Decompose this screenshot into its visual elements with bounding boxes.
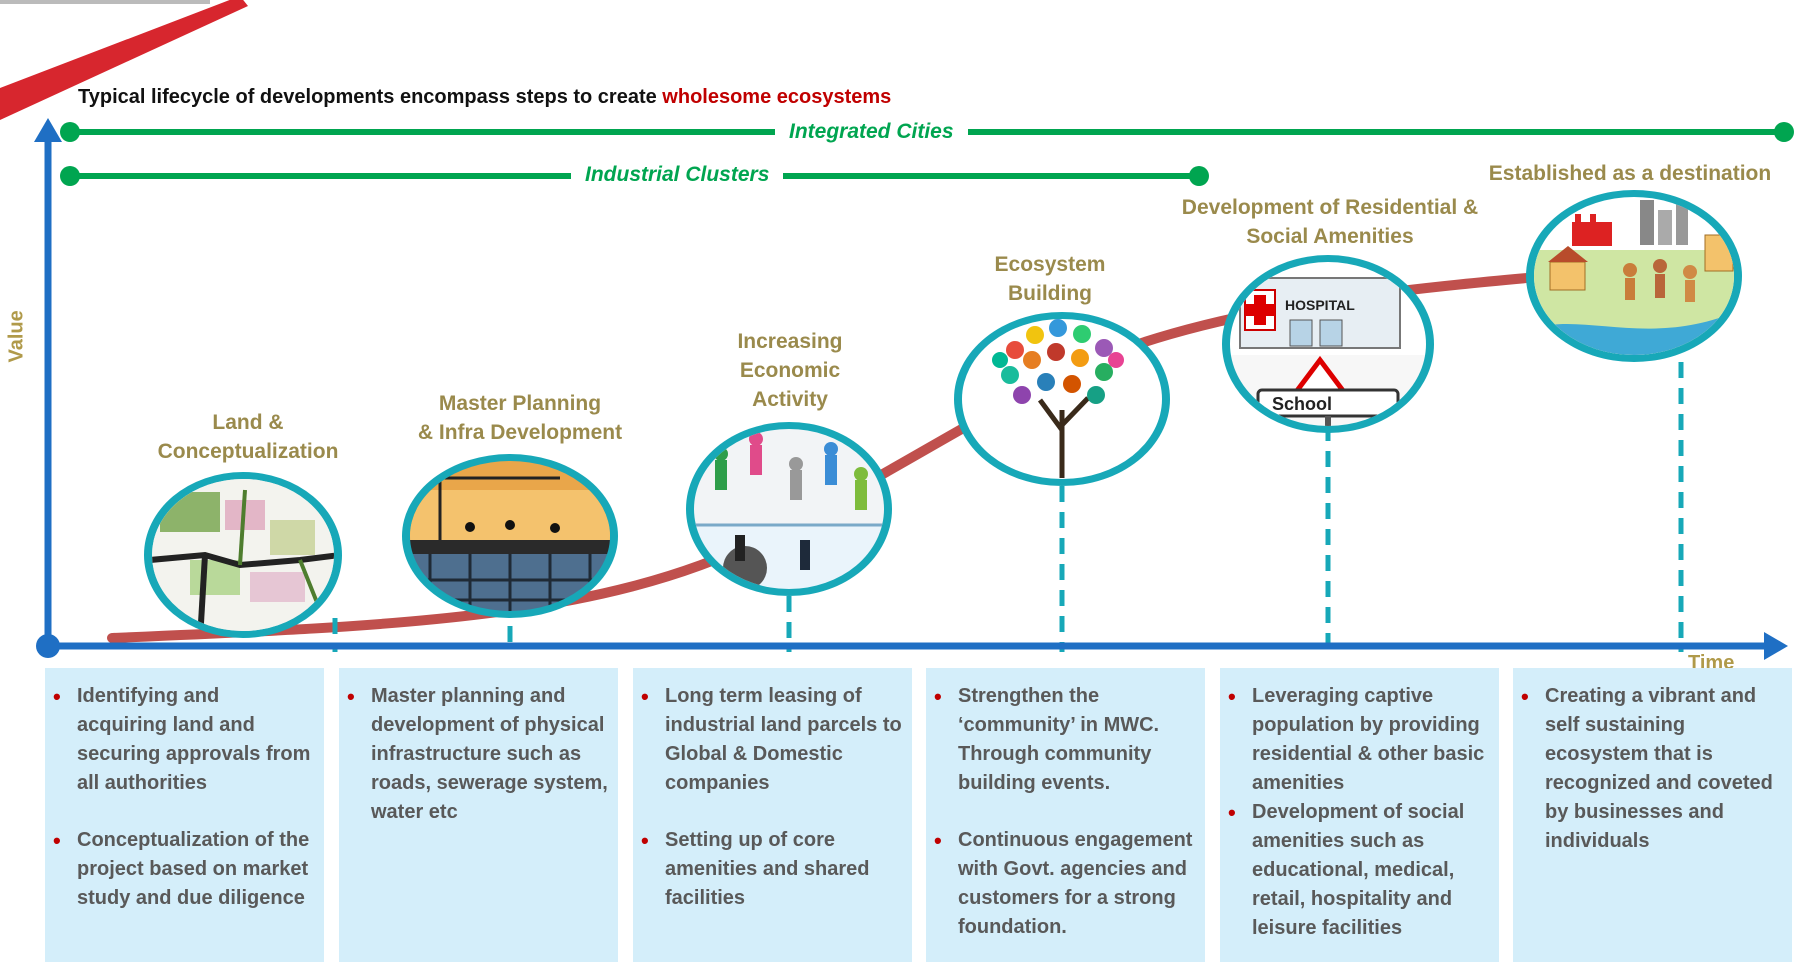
stage-2-title: Master Planning& Infra Development (417, 392, 623, 444)
stage-2-description: Master planning and development of physi… (339, 668, 618, 962)
industrial-band-start-dot (60, 166, 80, 186)
x-axis-arrow (1764, 632, 1788, 660)
stage-1-bullet-1: Identifying and acquiring land and secur… (53, 682, 314, 798)
brand-swoosh (0, 0, 248, 120)
integrated-band-end-dot (1774, 122, 1794, 142)
stage-3-description: Long term leasing of industrial land par… (633, 668, 912, 962)
stage-5-bullet-2: Development of social amenities such as … (1228, 798, 1489, 943)
stage-4-bullet-1: Strengthen the ‘community’ in MWC. Throu… (934, 682, 1195, 798)
integrated-cities-label: Integrated Cities (775, 120, 968, 144)
industrial-band-end-dot (1189, 166, 1209, 186)
industrial-clusters-label: Industrial Clusters (571, 163, 784, 187)
integrated-band-start-dot (60, 122, 80, 142)
stage-2-bullet-1: Master planning and development of physi… (347, 682, 608, 827)
stage-4-description: Strengthen the ‘community’ in MWC. Throu… (926, 668, 1205, 962)
city-destination-icon (1526, 190, 1742, 362)
y-axis-label: Value (5, 310, 28, 363)
stage-1-bullet-2: Conceptualization of the project based o… (53, 826, 314, 913)
stage-1-description: Identifying and acquiring land and secur… (45, 668, 324, 962)
business-people-icon (686, 422, 892, 596)
stage-5-title: Development of Residential &Social Ameni… (1181, 196, 1479, 248)
community-tree-icon (954, 312, 1170, 486)
diagram-heading: Typical lifecycle of developments encomp… (78, 86, 892, 108)
stage-5-description: Leveraging captive population by providi… (1220, 668, 1499, 962)
construction-icon (402, 454, 618, 618)
stage-6-title: Established as a destination (1488, 162, 1772, 185)
stage-6-description: Creating a vibrant and self sustaining e… (1513, 668, 1792, 962)
stage-4-bullet-2: Continuous engagement with Govt. agencie… (934, 826, 1195, 942)
stage-3-bullet-2: Setting up of core amenities and shared … (641, 826, 902, 913)
brand-bar (0, 0, 210, 4)
hospital-school-icon: HOSPITAL School (1222, 255, 1434, 433)
svg-text:HOSPITAL: HOSPITAL (1285, 297, 1355, 313)
axis-origin-dot (36, 634, 60, 658)
site-map-icon (144, 472, 342, 638)
heading-highlight: wholesome ecosystems (662, 86, 892, 108)
svg-text:School: School (1272, 394, 1332, 414)
stage-6-bullet-1: Creating a vibrant and self sustaining e… (1521, 682, 1782, 856)
stage-3-bullet-1: Long term leasing of industrial land par… (641, 682, 902, 798)
stage-1-title: Land &Conceptualization (157, 411, 339, 463)
stage-5-bullet-1: Leveraging captive population by providi… (1228, 682, 1489, 798)
y-axis-arrow (34, 118, 62, 142)
